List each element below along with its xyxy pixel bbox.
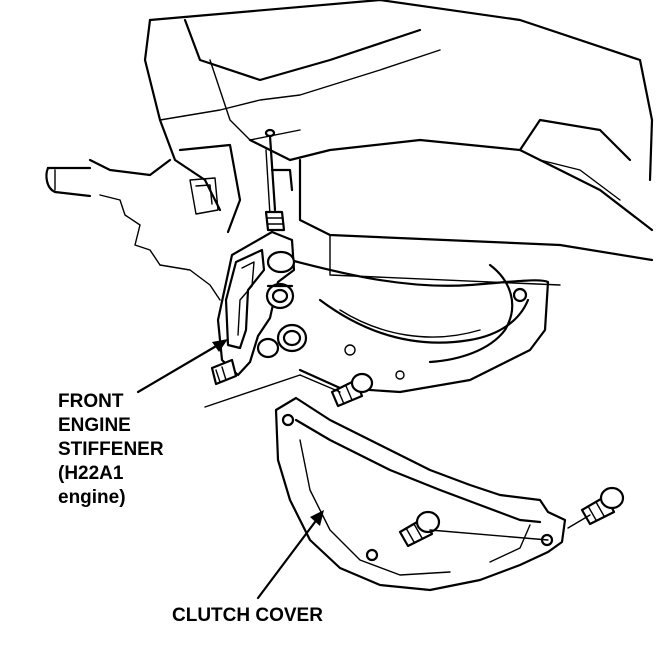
clutch-cover-bolt-left [398,510,441,548]
stiffener-lower-bolt [330,372,374,408]
clutch-cover-label: CLUTCH COVER [172,604,323,628]
clutch-cover-label-text: CLUTCH COVER [172,605,323,626]
guide-lines [204,374,591,541]
front-engine-stiffener-label: FRONT ENGINE STIFFENER (H22A1 engine) [58,390,164,510]
clutch-cover-plate [274,396,567,592]
front-engine-stiffener [210,230,308,386]
engine-block [143,0,654,286]
stiffener-label-line2: ENGINE [58,415,131,436]
clutch-cover-bolt-right [580,486,625,526]
crank-area [45,158,221,301]
stiffener-label-line4: (H22A1 [58,463,124,484]
stiffener-label-line5: engine) [58,487,126,508]
stiffener-label-line3: STIFFENER [58,439,164,460]
stiffener-arrow [136,339,228,394]
stiffener-label-line1: FRONT [58,391,124,412]
clutch-cover-arrow [256,510,324,600]
flywheel-housing [288,258,550,394]
upper-bolt [264,128,286,232]
